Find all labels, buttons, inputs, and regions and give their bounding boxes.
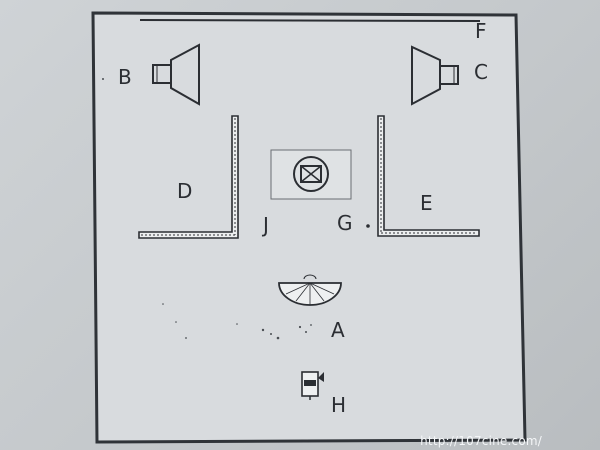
- right-wall-flat: [377, 115, 480, 237]
- label-a: A: [331, 318, 345, 342]
- camera-icon: [301, 371, 324, 400]
- label-d: D: [177, 179, 192, 203]
- mark-g-dot: [366, 224, 370, 228]
- label-f: F: [475, 19, 487, 43]
- back-wall-line-f: [139, 19, 481, 22]
- watermark-text: http://107cine.com/: [420, 434, 542, 448]
- semicircle-seat-icon: [278, 274, 342, 306]
- diagram-frame: [91, 11, 527, 444]
- label-e: E: [420, 191, 433, 215]
- speaker-icon: [411, 45, 459, 106]
- label-j: J: [261, 213, 269, 237]
- label-c: C: [474, 60, 488, 84]
- speaker-icon: [152, 43, 200, 106]
- dust-specks: [102, 78, 312, 340]
- left-wall-flat: [138, 115, 239, 239]
- label-b: B: [118, 65, 132, 89]
- label-g: G: [337, 211, 353, 235]
- projector-screen-icon: [270, 149, 352, 200]
- label-h: H: [331, 393, 346, 417]
